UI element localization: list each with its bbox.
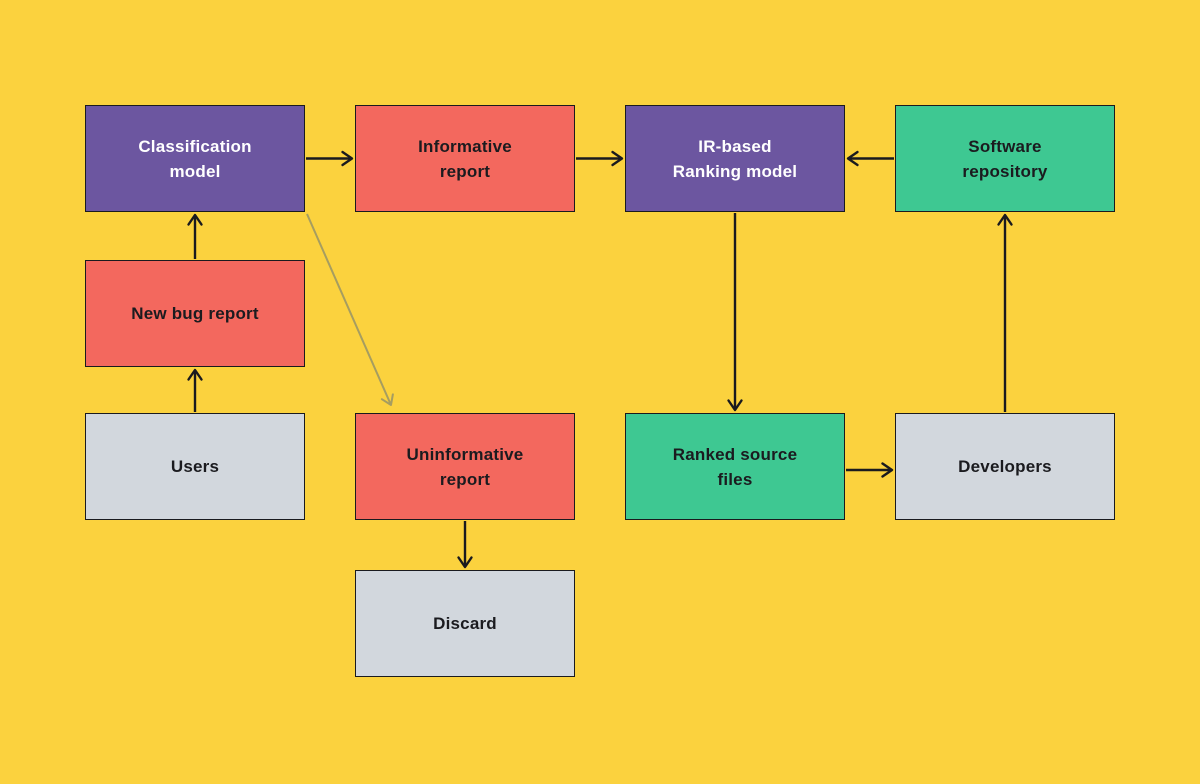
node-classification-model: Classification model [85,105,305,212]
node-discard: Discard [355,570,575,677]
node-classification-model-label: Classification model [138,136,252,181]
node-new-bug-report: New bug report [85,260,305,367]
node-ir-based-ranking-model: IR-based Ranking model [625,105,845,212]
node-informative-report: Informative report [355,105,575,212]
node-developers-label: Developers [958,457,1052,476]
node-software-repository-label: Software repository [962,136,1048,181]
node-ranked-source-files-label: Ranked source files [672,444,798,489]
edge-classification-to-uninformative [306,213,394,406]
node-discard-label: Discard [433,614,497,633]
node-users-label: Users [170,457,220,476]
node-developers: Developers [895,413,1115,520]
node-uninformative-report-label: Uninformative report [406,444,524,489]
node-informative-report-label: Informative report [418,136,512,181]
node-ranked-source-files: Ranked source files [625,413,845,520]
node-software-repository: Software repository [895,105,1115,212]
node-ir-based-ranking-model-label: IR-based Ranking model [672,136,798,181]
node-users: Users [85,413,305,520]
node-uninformative-report: Uninformative report [355,413,575,520]
node-new-bug-report-label: New bug report [131,304,259,323]
